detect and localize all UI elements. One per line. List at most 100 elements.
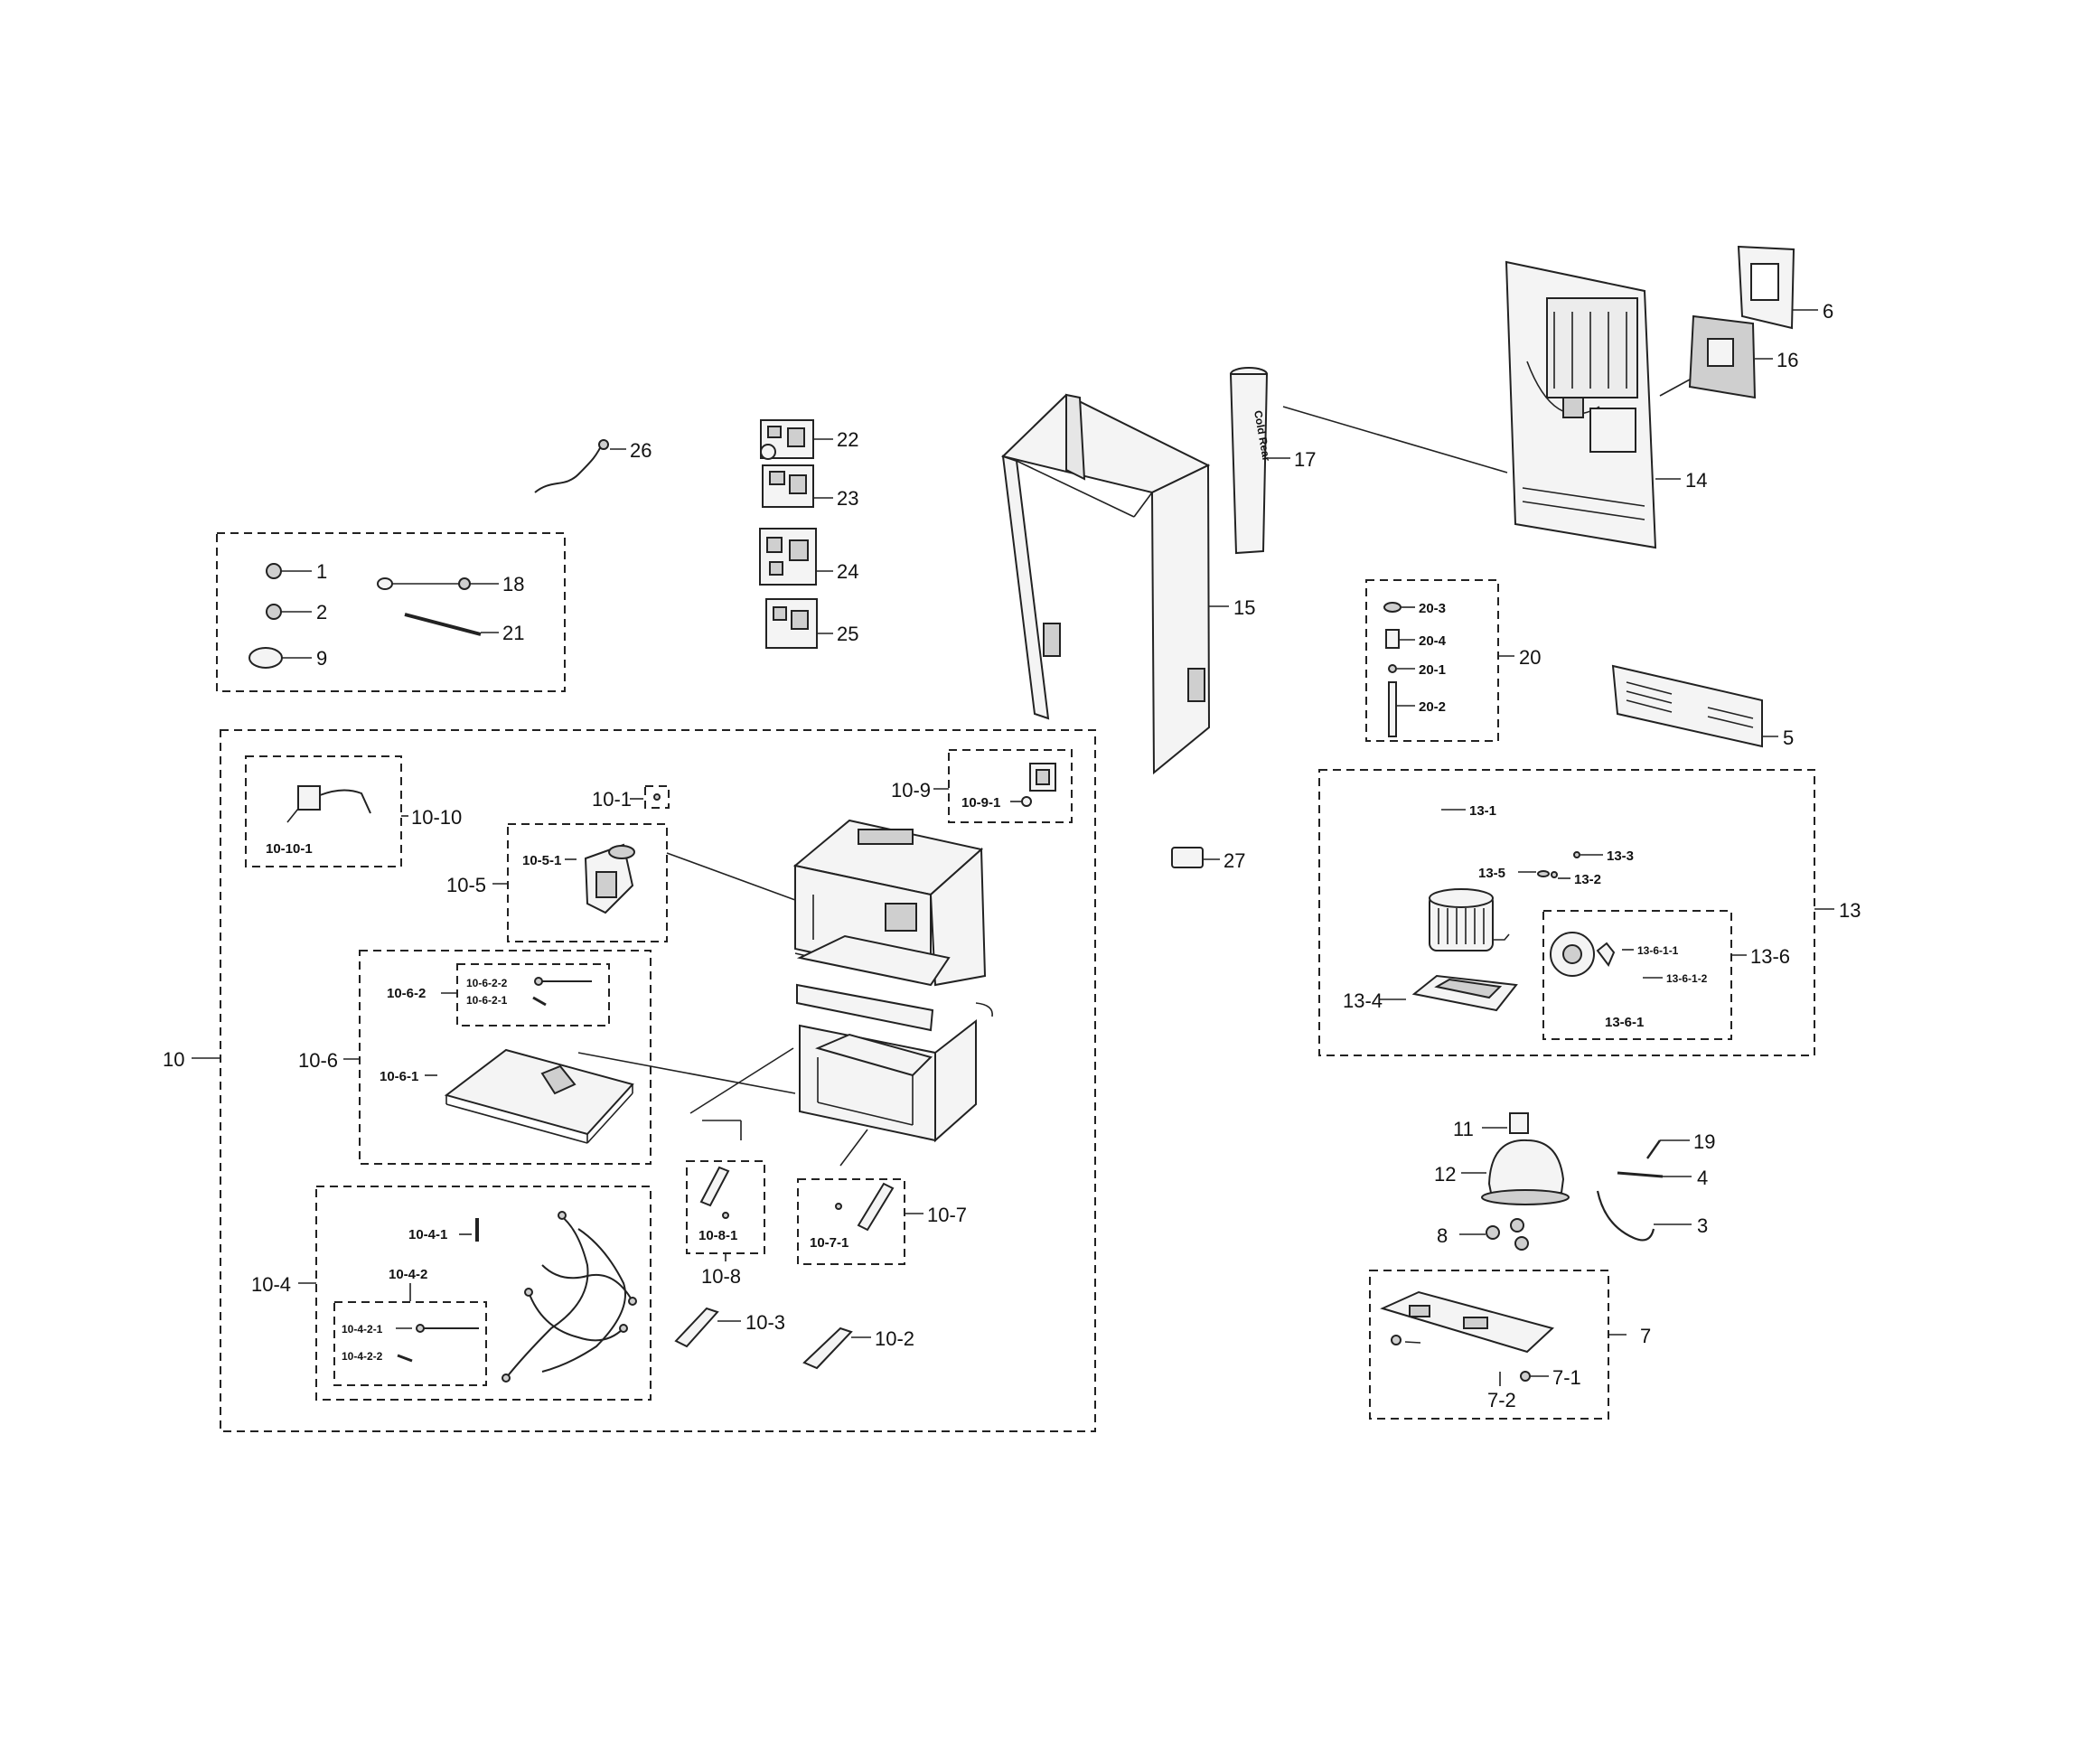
- part-14-rear-cover: 14: [1282, 260, 1707, 549]
- group-box-10-7: [797, 1178, 905, 1265]
- callout-10-6-2-1: 10-6-2-1: [466, 994, 508, 1007]
- callout-10-5: 10-5: [446, 874, 486, 896]
- callout-10-6-2: 10-6-2: [387, 986, 426, 1001]
- part-15-cabinet: 15: [1001, 393, 1255, 775]
- callout-10-9-1: 10-9-1: [961, 795, 1000, 811]
- callout-11: 11: [1453, 1118, 1474, 1140]
- callout-10-10-1: 10-10-1: [266, 841, 313, 857]
- group-box-10-4: [315, 1186, 652, 1401]
- group-box-10: [220, 729, 1096, 1432]
- part-10-1-box: [644, 785, 670, 809]
- callout-12: 12: [1434, 1163, 1456, 1186]
- callout-13-6: 13-6: [1750, 945, 1790, 968]
- callout-10-8-1: 10-8-1: [698, 1228, 737, 1243]
- callout-4: 4: [1697, 1167, 1708, 1189]
- part-10-4-2-2: [397, 1354, 413, 1363]
- callout-26: 26: [630, 439, 652, 462]
- callout-17: 17: [1294, 448, 1316, 471]
- callout-21: 21: [502, 622, 524, 644]
- callout-10: 10: [163, 1048, 184, 1071]
- callout-10-4-2: 10-4-2: [389, 1267, 427, 1282]
- callout-9: 9: [316, 647, 327, 670]
- callout-13-5: 13-5: [1478, 866, 1505, 881]
- callout-14: 14: [1685, 469, 1707, 492]
- part-10-1: [653, 793, 661, 801]
- part-10-3: 10-3: [674, 1307, 785, 1348]
- callout-10-7-1: 10-7-1: [810, 1235, 848, 1251]
- part-20-1: 20-1: [1388, 662, 1446, 678]
- part-7-plate: [1380, 1290, 1555, 1354]
- callout-3: 3: [1697, 1214, 1708, 1237]
- part-10-2: 10-2: [802, 1326, 914, 1370]
- callout-10-8: 10-8: [701, 1265, 741, 1288]
- group-box-10-10: [245, 755, 402, 867]
- callout-10-6-2-2: 10-6-2-2: [466, 977, 508, 989]
- part-13-fan-unit: [1429, 888, 1510, 951]
- callout-13-6-1-1: 13-6-1-1: [1637, 944, 1679, 957]
- part-10-5-1: [584, 843, 635, 914]
- callout-10-4-2-1: 10-4-2-1: [342, 1323, 383, 1336]
- callout-13-2: 13-2: [1574, 872, 1601, 887]
- part-20-2: 20-2: [1388, 681, 1446, 737]
- part-20-3: 20-3: [1383, 601, 1446, 616]
- callout-13-4: 13-4: [1343, 989, 1383, 1012]
- part-4: 4: [1617, 1167, 1708, 1189]
- part-10-4-2-1: [416, 1324, 479, 1333]
- part-10-4-harness: [502, 1211, 637, 1383]
- part-19: 19: [1646, 1130, 1715, 1159]
- callout-13-6-1-2: 13-6-1-2: [1666, 972, 1708, 985]
- part-10-9-1: [1021, 763, 1056, 807]
- part-10-6-2-1: [532, 996, 547, 1007]
- callout-10-6-1: 10-6-1: [380, 1069, 418, 1084]
- callout-24: 24: [837, 560, 858, 583]
- part-23: 23: [762, 464, 858, 510]
- callout-13-3: 13-3: [1607, 848, 1634, 864]
- callout-13-1: 13-1: [1469, 803, 1496, 819]
- part-10-6-1-tray: [444, 1048, 634, 1144]
- part-2: 2: [266, 601, 327, 623]
- part-11: 11: [1453, 1112, 1529, 1140]
- callout-5: 5: [1783, 727, 1794, 749]
- group-box-10-5: [507, 823, 668, 942]
- callout-23: 23: [837, 487, 858, 510]
- part-24: 24: [759, 528, 858, 586]
- callout-27: 27: [1223, 849, 1245, 872]
- callout-8: 8: [1437, 1224, 1448, 1247]
- part-17-duct: Cold Rear 17: [1229, 367, 1316, 555]
- callout-10-2: 10-2: [875, 1327, 914, 1350]
- part-3-tube: 3: [1596, 1190, 1708, 1242]
- part-5: 5: [1611, 664, 1794, 749]
- callout-16: 16: [1777, 349, 1798, 371]
- callout-10-10: 10-10: [411, 806, 462, 829]
- callout-13-6-1: 13-6-1: [1605, 1015, 1644, 1030]
- part-18: 18: [377, 573, 524, 595]
- callout-1: 1: [316, 560, 327, 583]
- group-box-10-6: [359, 950, 652, 1165]
- callout-25: 25: [837, 623, 858, 645]
- callout-6: 6: [1823, 300, 1833, 323]
- callout-2: 2: [316, 601, 327, 623]
- group-box-13-6: [1542, 910, 1732, 1040]
- part-22: 22: [760, 419, 858, 460]
- callout-7: 7: [1640, 1325, 1651, 1347]
- part-21: 21: [404, 613, 524, 644]
- callout-20-3: 20-3: [1419, 601, 1446, 616]
- part-6-frame: 6: [1737, 245, 1833, 330]
- callout-20-2: 20-2: [1419, 699, 1446, 715]
- callout-20: 20: [1519, 646, 1541, 669]
- group-box-10-4-2: [333, 1301, 487, 1386]
- callout-22: 22: [837, 428, 858, 451]
- group-box-10-6-2: [456, 963, 610, 1026]
- callout-10-5-1: 10-5-1: [522, 853, 561, 868]
- part-10-inner-liner: [792, 819, 993, 1143]
- part-12-compressor: 12: [1434, 1139, 1570, 1205]
- part-10-8: [699, 1166, 730, 1219]
- group-box-7: [1369, 1270, 1609, 1420]
- part-10-10-1: [286, 785, 371, 823]
- callout-10-4-1: 10-4-1: [408, 1227, 447, 1242]
- part-10-7: [835, 1182, 895, 1232]
- part-13-4: 13-4: [1343, 974, 1518, 1012]
- part-16-grille: 16: [1659, 314, 1798, 399]
- callout-7-2: 7-2: [1487, 1389, 1516, 1411]
